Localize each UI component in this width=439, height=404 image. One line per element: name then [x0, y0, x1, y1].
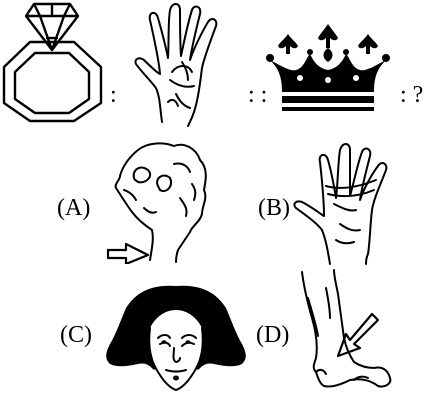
- question-figure-3: [262, 22, 394, 114]
- option-a-label[interactable]: (A): [57, 196, 90, 220]
- ratio-separator-3: : ?: [400, 83, 423, 107]
- ring-icon: [0, 0, 105, 124]
- option-b-label[interactable]: (B): [258, 196, 290, 220]
- option-c-label[interactable]: (C): [60, 323, 92, 347]
- crown-icon: [262, 22, 394, 114]
- wrist-hand-icon: [290, 140, 400, 266]
- option-c-figure[interactable]: [102, 282, 250, 396]
- question-figure-2: [132, 2, 242, 128]
- option-a-figure[interactable]: [104, 138, 214, 264]
- option-d-figure[interactable]: [294, 268, 404, 396]
- option-b-figure[interactable]: [290, 140, 400, 266]
- question-figure-1: [0, 0, 105, 124]
- ratio-separator-1: :: [110, 83, 117, 107]
- leg-ankle-icon: [294, 268, 404, 396]
- face-hair-icon: [102, 282, 250, 396]
- option-d-label[interactable]: (D): [256, 323, 289, 347]
- hand-icon: [132, 2, 242, 128]
- neck-head-icon: [104, 138, 214, 264]
